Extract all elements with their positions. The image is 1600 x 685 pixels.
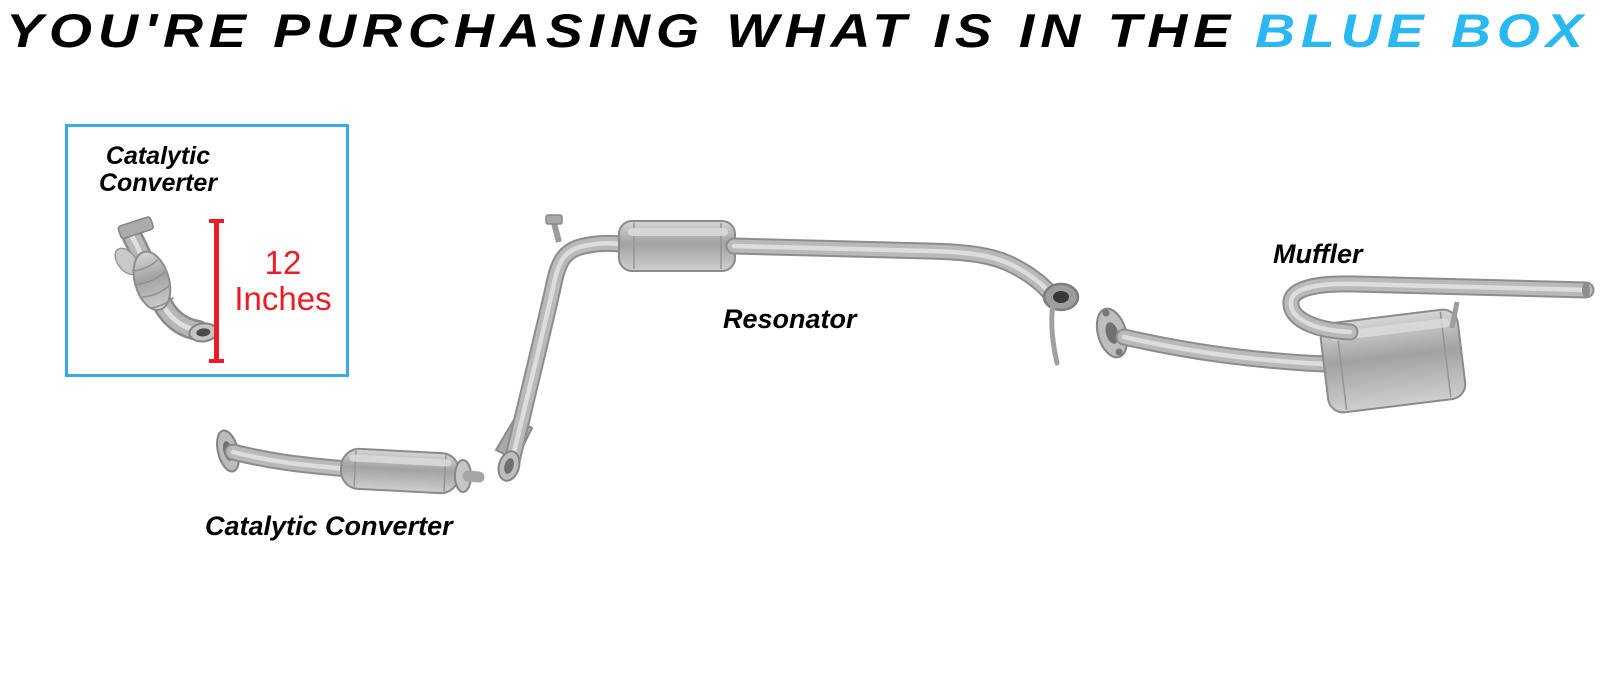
title-highlight: BLUE BOX xyxy=(1254,4,1589,57)
dimension-unit: Inches xyxy=(234,279,332,317)
dimension-line-bottom-cap xyxy=(209,359,224,363)
page-title: YOU'RE PURCHASING WHAT IS IN THE BLUE BOX xyxy=(6,3,1589,58)
title-main: YOU'RE PURCHASING WHAT IS IN THE xyxy=(6,4,1237,57)
label-catalytic-converter: Catalytic Converter xyxy=(205,511,453,541)
inset-label: Catalytic Converter xyxy=(68,143,248,197)
dimension-text: 12 Inches xyxy=(218,245,348,316)
inset-label-line1: Catalytic xyxy=(105,142,211,170)
label-muffler: Muffler xyxy=(1273,239,1363,269)
muffler-part xyxy=(1095,283,1590,414)
inset-label-line2: Converter xyxy=(98,169,218,197)
catalytic-converter-part xyxy=(216,429,485,495)
blue-box: Catalytic Converter 12 Inches xyxy=(65,124,349,377)
label-resonator: Resonator xyxy=(723,304,857,334)
mid-pipe-resonator-part xyxy=(494,214,1080,482)
dimension-line xyxy=(209,219,224,363)
dimension-line-top-cap xyxy=(209,219,224,223)
dimension-value: 12 xyxy=(264,244,302,281)
inset-catalytic-converter-part xyxy=(114,216,219,366)
